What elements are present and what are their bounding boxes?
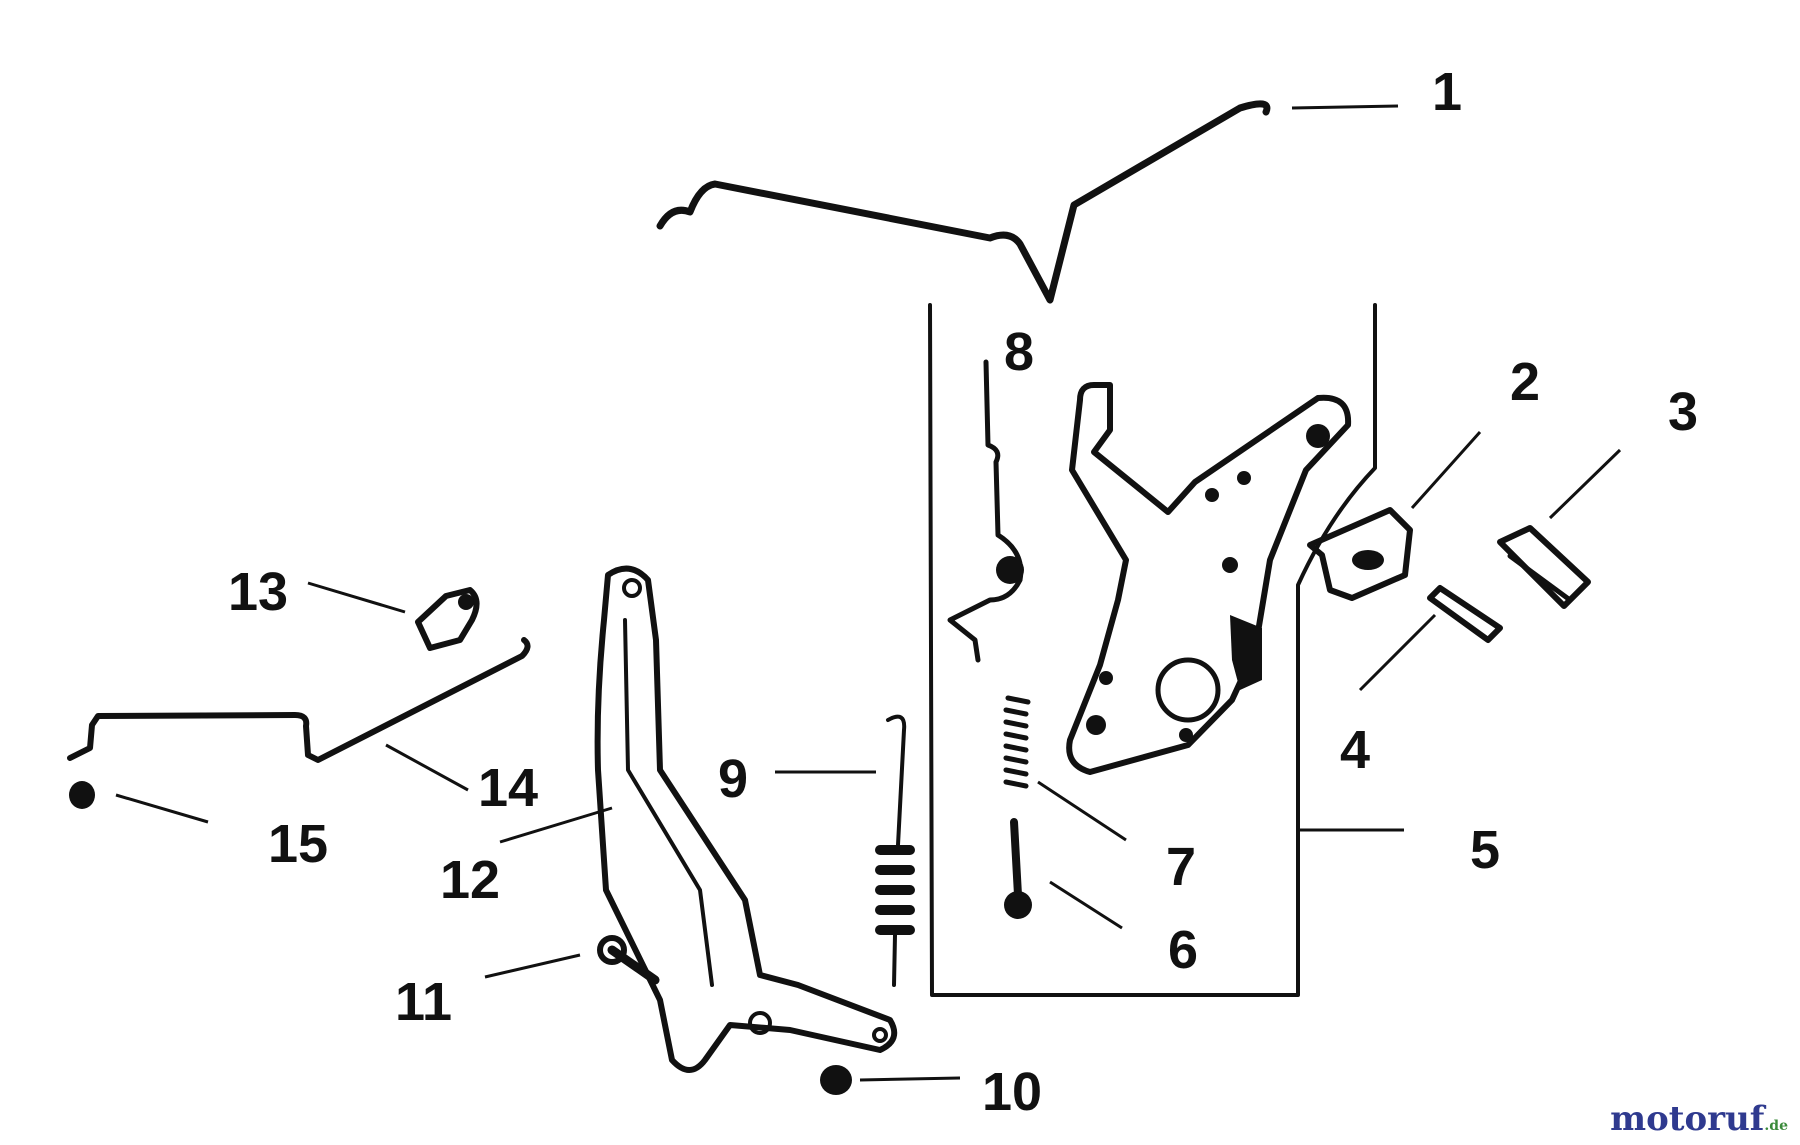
callout-1: 1 [1432, 62, 1462, 122]
leader-6 [1049, 880, 1123, 930]
leader-15 [115, 793, 209, 824]
part-5-control-plate [1066, 382, 1352, 775]
watermark-logo: motoruf.de [1610, 1099, 1788, 1139]
callout-11: 11 [395, 972, 452, 1032]
part-13-clip [415, 587, 480, 651]
leader-12 [499, 806, 613, 844]
leader-7 [1037, 780, 1127, 842]
callout-14: 14 [478, 758, 538, 818]
callout-13: 13 [228, 562, 288, 622]
callout-9: 9 [718, 749, 748, 809]
part-2-clip [1307, 507, 1413, 601]
callout-10: 10 [982, 1062, 1042, 1122]
callout-4: 4 [1340, 720, 1370, 780]
part-4-screw [1427, 585, 1503, 643]
callout-labels: 1 2 3 4 5 6 7 8 9 10 11 12 13 14 15 [228, 62, 1698, 1122]
leader-13 [307, 581, 406, 614]
callout-12: 12 [440, 850, 500, 910]
callout-15: 15 [268, 814, 328, 874]
watermark-brand: motoruf [1610, 1099, 1765, 1139]
part-9-extension-spring [875, 714, 915, 987]
part-1-governor-link-rod [656, 100, 1271, 304]
callout-8: 8 [1004, 322, 1034, 382]
part-5-bracket-outline [928, 303, 1377, 997]
leader-14 [385, 743, 469, 792]
part-15-nut [69, 781, 95, 809]
part-12-throttle-lever [594, 565, 898, 1073]
part-6-screw [1004, 818, 1032, 919]
part-11-screw [597, 935, 660, 985]
part-3-bolt [1497, 525, 1591, 609]
leader-2 [1410, 430, 1482, 510]
part-14-throttle-link-rod [67, 637, 531, 763]
leader-1 [1291, 104, 1399, 110]
leader-3 [1548, 448, 1622, 520]
leader-lines [115, 104, 1622, 1082]
watermark-tld: .de [1764, 1118, 1788, 1134]
part-7-spring [1003, 695, 1031, 789]
part-8-spring-clip [947, 359, 1024, 663]
leader-10 [859, 1076, 961, 1082]
callout-3: 3 [1668, 382, 1698, 442]
callout-7: 7 [1166, 837, 1196, 897]
leader-11 [484, 953, 581, 979]
callout-5: 5 [1470, 820, 1500, 880]
leader-4 [1358, 613, 1437, 692]
callout-6: 6 [1168, 920, 1198, 980]
part-10-nut [820, 1065, 852, 1095]
callout-2: 2 [1510, 352, 1540, 412]
